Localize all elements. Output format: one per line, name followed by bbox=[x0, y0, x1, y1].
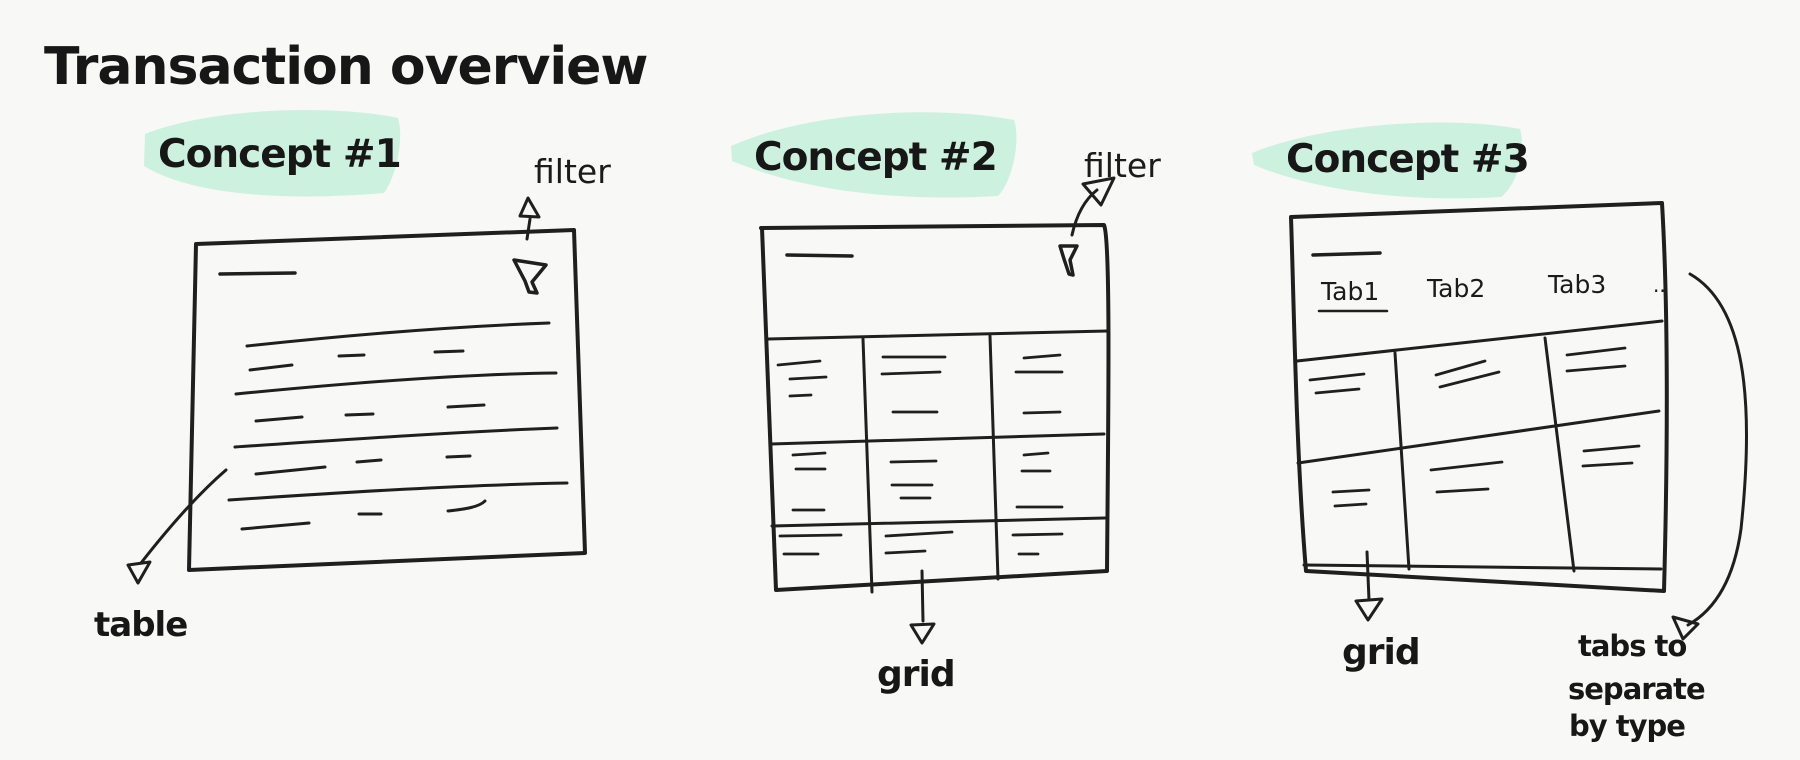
concept-1-table-label: table bbox=[94, 605, 187, 645]
concept-2-filter-arrowhead bbox=[1081, 176, 1116, 207]
concept-3-grid-col-2 bbox=[1543, 336, 1576, 573]
concept-2-grid-arrowhead bbox=[909, 622, 936, 645]
concept-3-grid-middle bbox=[1296, 409, 1661, 465]
concept-3-label: Concept #3 bbox=[1286, 137, 1529, 182]
concept-3-tabs-arrow bbox=[1686, 272, 1748, 627]
filter-icon[interactable] bbox=[1058, 244, 1079, 277]
concept-3-grid-top bbox=[1295, 319, 1664, 363]
concept-2-grid-bottom bbox=[770, 516, 1107, 528]
concept-1-highlight bbox=[144, 110, 401, 197]
concept-2-filter-arrow bbox=[1070, 188, 1099, 237]
concept-1-table-arrow bbox=[139, 468, 228, 565]
filter-icon-shape-2 bbox=[1058, 244, 1079, 277]
concept-1-row-line-2 bbox=[234, 371, 558, 396]
concept-3-cell-5 bbox=[1429, 460, 1504, 494]
concept-2-header-line bbox=[785, 253, 854, 258]
concept-2-cell-2 bbox=[880, 355, 947, 414]
concept-3-tabs-note-line-3: by type bbox=[1569, 709, 1685, 743]
concept-2-grid-top bbox=[766, 329, 1109, 341]
concept-1-header-line bbox=[218, 271, 297, 276]
concept-2-grid-col-1 bbox=[861, 337, 874, 594]
concept-1-frame bbox=[187, 228, 587, 572]
concept-1-row-line-4 bbox=[227, 481, 569, 502]
concept-3-cell-4 bbox=[1331, 488, 1371, 508]
filter-icon-shape bbox=[512, 258, 548, 295]
concept-2-cell-4 bbox=[791, 451, 827, 512]
concept-1-row-content-4 bbox=[240, 499, 487, 531]
concept-2-grid-sketch: filter grid bbox=[759, 146, 1161, 695]
tab-more[interactable]: .. bbox=[1653, 273, 1666, 297]
concept-1-table-sketch: filter table bbox=[94, 152, 611, 645]
concept-2-cell-7 bbox=[778, 533, 843, 556]
tab-2[interactable]: Tab2 bbox=[1426, 274, 1485, 303]
concept-1-row-line-1 bbox=[245, 321, 551, 348]
concept-3-grid-label: grid bbox=[1342, 632, 1420, 673]
concept-2-grid-arrow bbox=[920, 569, 925, 623]
concept-3-cell-6 bbox=[1581, 444, 1641, 468]
concept-1-row-line-3 bbox=[233, 426, 559, 449]
concept-2-cell-3 bbox=[1014, 353, 1064, 415]
concept-3-tabs-note-line-2: separate bbox=[1568, 672, 1705, 706]
concept-3-cell-1 bbox=[1308, 372, 1366, 395]
concept-3-grid-col-1 bbox=[1393, 351, 1411, 571]
concept-1-filter-arrow bbox=[525, 217, 532, 241]
concept-2-filter-label: filter bbox=[1084, 146, 1161, 185]
tab-3[interactable]: Tab3 bbox=[1547, 270, 1606, 299]
concept-3-grid-arrowhead bbox=[1354, 597, 1384, 622]
concept-2-grid-col-2 bbox=[988, 334, 1000, 581]
concept-1-row-content-1 bbox=[248, 349, 465, 372]
concept-2-highlight bbox=[731, 112, 1017, 198]
concept-2-cell-5 bbox=[889, 459, 938, 500]
concept-3-cell-2 bbox=[1434, 359, 1501, 389]
concept-3-highlight bbox=[1252, 122, 1522, 199]
tab-1[interactable]: Tab1 bbox=[1320, 277, 1379, 306]
concept-2-grid-middle bbox=[769, 432, 1106, 446]
concept-1-row-content-2 bbox=[254, 403, 486, 423]
concept-3-header-line bbox=[1311, 251, 1382, 257]
concept-1-label: Concept #1 bbox=[158, 132, 401, 177]
concept-2-cell-8 bbox=[884, 530, 954, 555]
concept-3-frame bbox=[1289, 201, 1669, 593]
concept-2-cell-1 bbox=[776, 359, 828, 398]
concept-3-grid-bottom bbox=[1302, 563, 1663, 571]
concept-2-grid-label: grid bbox=[877, 654, 955, 695]
concept-3-grid-arrow bbox=[1365, 550, 1371, 602]
concept-1-filter-arrowhead bbox=[518, 196, 541, 219]
concept-3-cell-3 bbox=[1565, 346, 1627, 373]
concept-3-tabs-grid-sketch: Tab1 Tab2 Tab3 .. grid tabs to separate bbox=[1289, 201, 1748, 743]
concept-2-label: Concept #2 bbox=[754, 135, 997, 180]
concept-1-table-arrowhead bbox=[126, 560, 152, 585]
concept-3-tabs-note-line-1: tabs to bbox=[1578, 629, 1686, 663]
concept-2-cell-6 bbox=[1015, 451, 1064, 509]
filter-icon[interactable] bbox=[512, 258, 548, 295]
concept-3-tabs-arrowhead bbox=[1671, 615, 1700, 641]
concept-2-cell-9 bbox=[1011, 532, 1064, 556]
concept-1-filter-label: filter bbox=[534, 152, 611, 191]
concept-1-row-content-3 bbox=[254, 454, 472, 476]
concept-2-frame bbox=[759, 223, 1111, 592]
page-title: Transaction overview bbox=[44, 37, 647, 97]
